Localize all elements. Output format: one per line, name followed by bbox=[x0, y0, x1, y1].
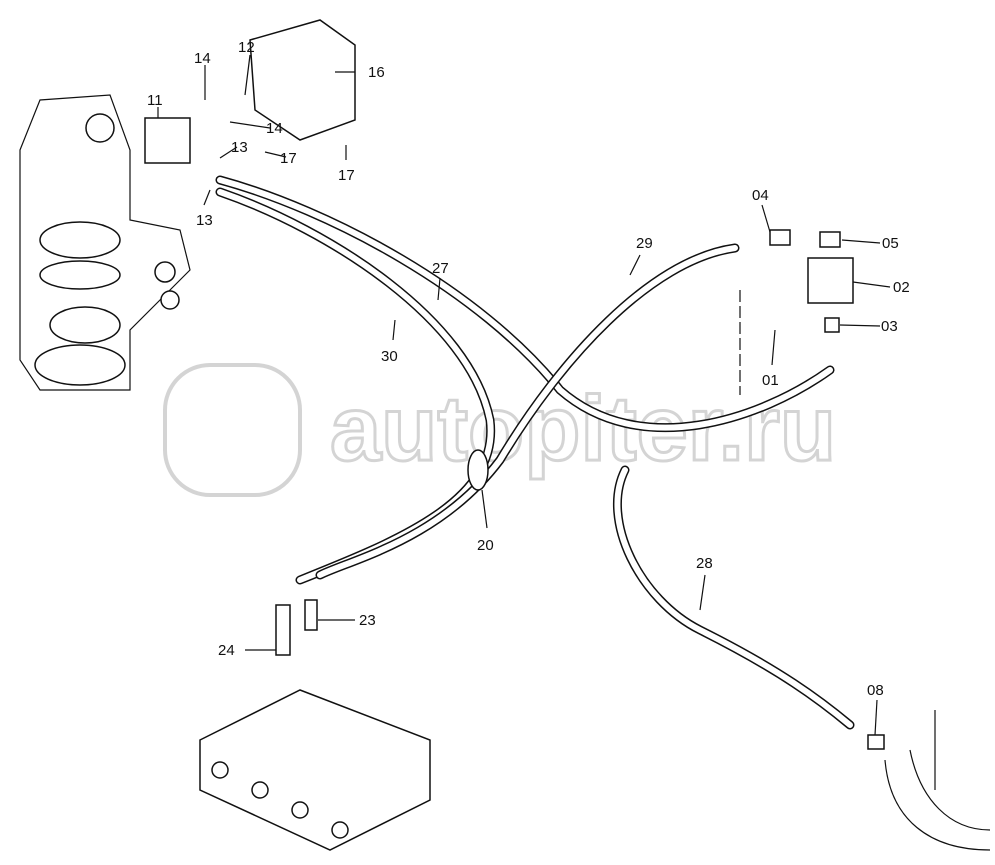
swing-bracket bbox=[19, 94, 191, 391]
control-valve bbox=[199, 599, 431, 851]
watermark-logo-frame bbox=[163, 363, 302, 497]
label-17: 17 bbox=[338, 167, 355, 184]
label-28: 28 bbox=[696, 555, 713, 572]
label-20: 20 bbox=[477, 537, 494, 554]
label-11: 11 bbox=[147, 92, 163, 109]
hose-28 bbox=[612, 465, 855, 730]
label-27: 27 bbox=[432, 260, 449, 277]
label-03: 03 bbox=[881, 318, 898, 335]
block-02 bbox=[807, 257, 854, 304]
label-02: 02 bbox=[893, 279, 910, 296]
label-17: 17 bbox=[280, 150, 297, 167]
label-01: 01 bbox=[762, 372, 779, 389]
label-13: 13 bbox=[196, 212, 213, 229]
label-24: 24 bbox=[218, 642, 235, 659]
label-30: 30 bbox=[381, 348, 398, 365]
label-23: 23 bbox=[359, 612, 376, 629]
elbow-05 bbox=[819, 231, 841, 248]
hose-29 bbox=[315, 243, 740, 580]
watermark-text: autopiter.ru bbox=[330, 378, 836, 480]
label-14: 14 bbox=[266, 120, 283, 137]
label-04: 04 bbox=[752, 187, 769, 204]
label-08: 08 bbox=[867, 682, 884, 699]
fitting-03 bbox=[824, 317, 840, 333]
label-05: 05 bbox=[882, 235, 899, 252]
clamp-20 bbox=[467, 449, 489, 491]
guard-16 bbox=[249, 19, 356, 141]
pipe-right bbox=[884, 710, 991, 851]
label-14: 14 bbox=[194, 50, 211, 67]
watermark: autopiter.ru bbox=[163, 363, 838, 497]
fitting-08 bbox=[867, 734, 885, 750]
label-12: 12 bbox=[238, 39, 255, 56]
label-16: 16 bbox=[368, 64, 385, 81]
label-13: 13 bbox=[231, 139, 248, 156]
block-11 bbox=[144, 117, 191, 164]
elbow-04 bbox=[769, 229, 791, 246]
label-29: 29 bbox=[636, 235, 653, 252]
